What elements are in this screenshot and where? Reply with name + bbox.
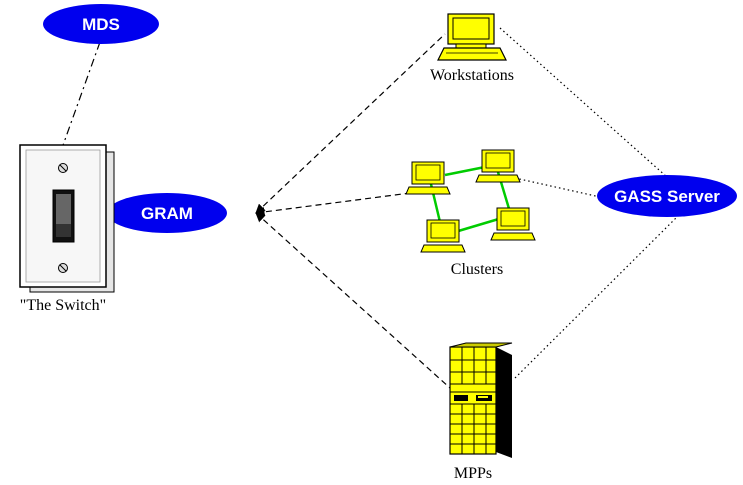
mds-node[interactable]: MDS xyxy=(43,4,159,44)
mds-label: MDS xyxy=(82,15,120,34)
mpp-server-icon[interactable] xyxy=(449,342,513,458)
gram-mpps-connector xyxy=(255,212,451,389)
gram-node[interactable]: GRAM xyxy=(107,193,227,233)
cluster-computer-icon[interactable] xyxy=(490,207,536,241)
switch-label: "The Switch" xyxy=(20,297,106,314)
mpps-label: MPPs xyxy=(454,465,492,482)
gass-server-node[interactable]: GASS Server xyxy=(597,175,737,217)
cluster-computer-icon[interactable] xyxy=(405,161,451,195)
switch-icon[interactable] xyxy=(19,144,115,293)
cluster-computer-icon[interactable] xyxy=(420,219,466,253)
gass-mpps-connector xyxy=(514,213,681,379)
gram-workstations-connector xyxy=(255,33,446,214)
gram-label: GRAM xyxy=(141,204,193,223)
gram-clusters-connector xyxy=(255,192,411,217)
cluster-computer-icon[interactable] xyxy=(475,149,521,183)
clusters-label: Clusters xyxy=(451,261,503,278)
gass-server-label: GASS Server xyxy=(614,187,720,206)
workstation-computer-icon[interactable] xyxy=(437,13,507,61)
gass-clusters-connector xyxy=(514,177,601,198)
mds-switch-connector xyxy=(61,41,101,149)
gass-workstations-connector xyxy=(499,27,669,179)
workstations-label: Workstations xyxy=(430,67,514,84)
